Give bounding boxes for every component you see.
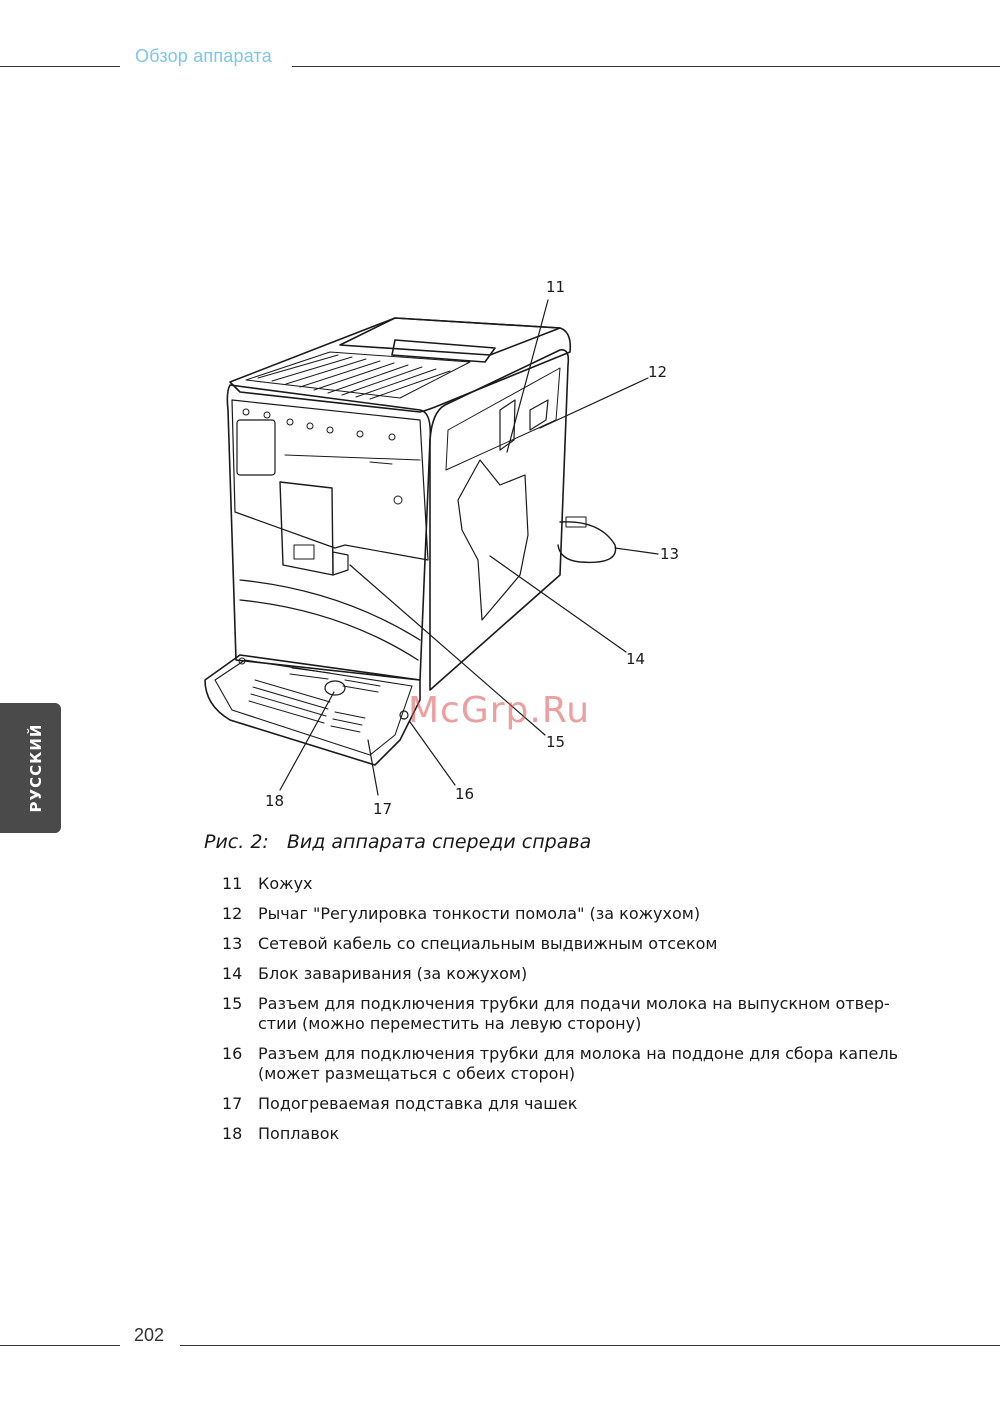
header-rule-right [292,66,1000,67]
list-item: 12 Рычаг "Регулировка тонкости помола" (з… [222,904,902,924]
language-tab [0,703,61,833]
top-grille [245,351,471,400]
side-cover-cutout [457,459,529,621]
panel-icons [242,408,421,505]
callout-13: 13 [660,545,680,563]
drip-tray-slots [248,667,381,733]
section-title: Обзор аппарата [135,46,272,66]
grind-lever [499,399,549,451]
watermark: McGrp.Ru [408,690,591,731]
list-item: 14 Блок заваривания (за кожухом) [222,964,902,984]
legend-num: 11 [222,874,243,893]
page-number: 202 [134,1325,165,1345]
machine-side-panel [429,348,570,691]
legend-text: Сетевой кабель со специальным выдвижным … [258,934,718,953]
legend-list: 11 Кожух 12 Рычаг "Регулировка тонкости по… [222,874,902,1154]
callout-14: 14 [626,650,646,668]
legend-num: 18 [222,1124,243,1143]
callout-15: 15 [546,733,566,751]
list-item: 11 Кожух [222,874,902,894]
callout-16: 16 [455,785,475,803]
legend-text: Подогреваемая подставка для чашек [258,1094,578,1113]
header-rule-left [0,66,120,67]
spout-window [293,544,315,560]
float [324,680,346,696]
caption-text: Вид аппарата спереди справа [286,831,592,853]
callout-12: 12 [648,363,668,381]
drip-tray [204,654,421,766]
legend-text: Рычаг "Регулировка тонкости помола" (за … [258,904,701,923]
legend-num: 13 [222,934,243,953]
control-panel [231,399,429,561]
callout-11: 11 [546,278,566,296]
legend-num: 16 [222,1044,243,1063]
cable-plug [565,516,587,528]
legend-num: 12 [222,904,243,923]
cup-area-curve [239,579,421,641]
legend-num: 17 [222,1094,243,1113]
list-item: 16 Разъем для подключения трубки для моло… [222,1044,902,1084]
cup-area-curve-2 [239,599,419,661]
list-item: 18 Поплавок [222,1124,902,1144]
coffee-spout [279,481,334,576]
legend-num: 14 [222,964,243,983]
power-cable [557,521,617,564]
hopper-slot [391,339,496,363]
legend-num: 15 [222,994,243,1013]
footer-rule-right [180,1345,1000,1346]
legend-text: Блок заваривания (за кожухом) [258,964,528,983]
legend-text: Разъем для подключения трубки для подачи… [258,994,890,1033]
legend-text: Разъем для подключения трубки для молока… [258,1044,899,1083]
legend-text: Поплавок [258,1124,340,1143]
callout-17: 17 [373,800,393,818]
bean-hopper-lid [339,317,561,356]
machine-front [226,384,432,681]
side-vent [445,367,561,471]
list-item: 13 Сетевой кабель со специальным выдвижны… [222,934,902,954]
callout-18: 18 [265,792,285,810]
caption-label: Рис. 2: [204,831,269,853]
display [236,419,276,476]
tray-milk-connector [399,710,409,720]
milk-connector [332,551,349,576]
footer-rule-left [0,1345,120,1346]
list-item: 17 Подогреваемая подставка для чашек [222,1094,902,1114]
legend-text: Кожух [258,874,313,893]
leader-lines [279,299,659,796]
figure-caption: Рис. 2: Вид аппарата спереди справа [204,831,591,853]
list-item: 15 Разъем для подключения трубки для пода… [222,994,902,1034]
